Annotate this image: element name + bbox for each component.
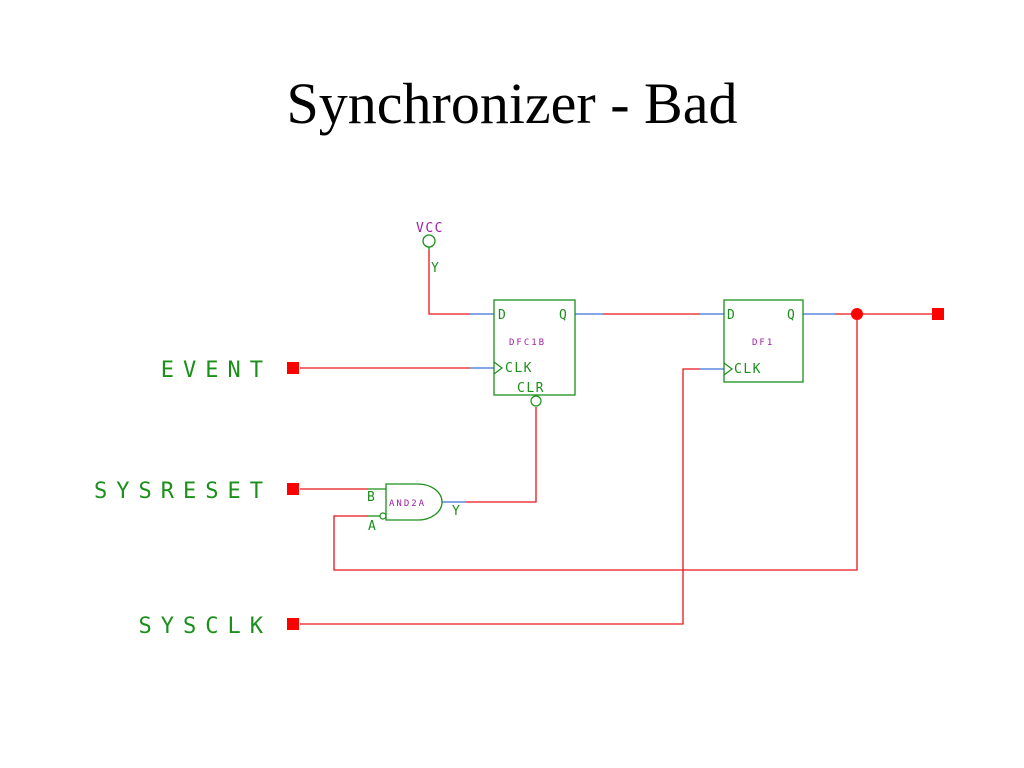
and-gate-invert-bubble-icon	[379, 512, 387, 520]
wire-y-to-clr	[466, 407, 537, 503]
ff1-body	[493, 299, 576, 396]
vcc-label: VCC	[416, 221, 444, 236]
port-sysreset-square	[287, 483, 299, 495]
port-output-square	[932, 308, 944, 320]
ff2-clock-triangle-icon	[723, 362, 733, 376]
wire-sysclk-to-clk2	[300, 368, 700, 625]
and-gate-instance-name: AND2A	[389, 499, 426, 509]
wire-vcc-to-d1	[428, 250, 470, 315]
ff2-pin-q: Q	[787, 308, 796, 323]
wires	[300, 250, 932, 625]
port-event-label: EVENT	[161, 358, 272, 383]
junction-dot	[851, 308, 863, 320]
ff1-pin-d: D	[498, 308, 507, 323]
ff2-pin-d: D	[727, 308, 736, 323]
slide-title: Synchronizer - Bad	[286, 71, 738, 136]
port-sysclk-square	[287, 618, 299, 630]
and-gate-body	[385, 483, 443, 521]
vcc-symbol: VCC Y	[416, 221, 444, 276]
ff1-clock-triangle-icon	[493, 361, 503, 375]
port-markers	[287, 308, 944, 630]
port-sysreset-label: SYSRESET	[94, 479, 272, 504]
flipflop-dfc1b: D Q DFC1B CLK CLR	[493, 299, 576, 407]
ff1-pin-clk: CLK	[505, 361, 533, 376]
vcc-circle-icon	[422, 234, 436, 248]
ff2-instance-name: DF1	[752, 338, 774, 348]
ff1-pin-q: Q	[559, 308, 568, 323]
pin-stubs	[442, 313, 835, 503]
ff2-pin-clk: CLK	[734, 362, 762, 377]
vcc-pin-label: Y	[431, 261, 440, 276]
and-gate: AND2A B A Y	[362, 483, 461, 534]
and-gate-pin-y: Y	[452, 504, 461, 519]
and-gate-pin-b: B	[367, 490, 376, 505]
and-gate-pin-a: A	[368, 519, 377, 534]
ff1-instance-name: DFC1B	[509, 338, 546, 348]
ff1-pin-clr: CLR	[517, 381, 545, 396]
ff2-body	[723, 299, 804, 383]
ff1-clr-bubble-icon	[530, 395, 542, 407]
wire-feedback-to-a	[333, 314, 858, 571]
flipflop-df1: D Q DF1 CLK	[723, 299, 804, 383]
port-event-square	[287, 362, 299, 374]
port-sysclk-label: SYSCLK	[139, 614, 272, 639]
